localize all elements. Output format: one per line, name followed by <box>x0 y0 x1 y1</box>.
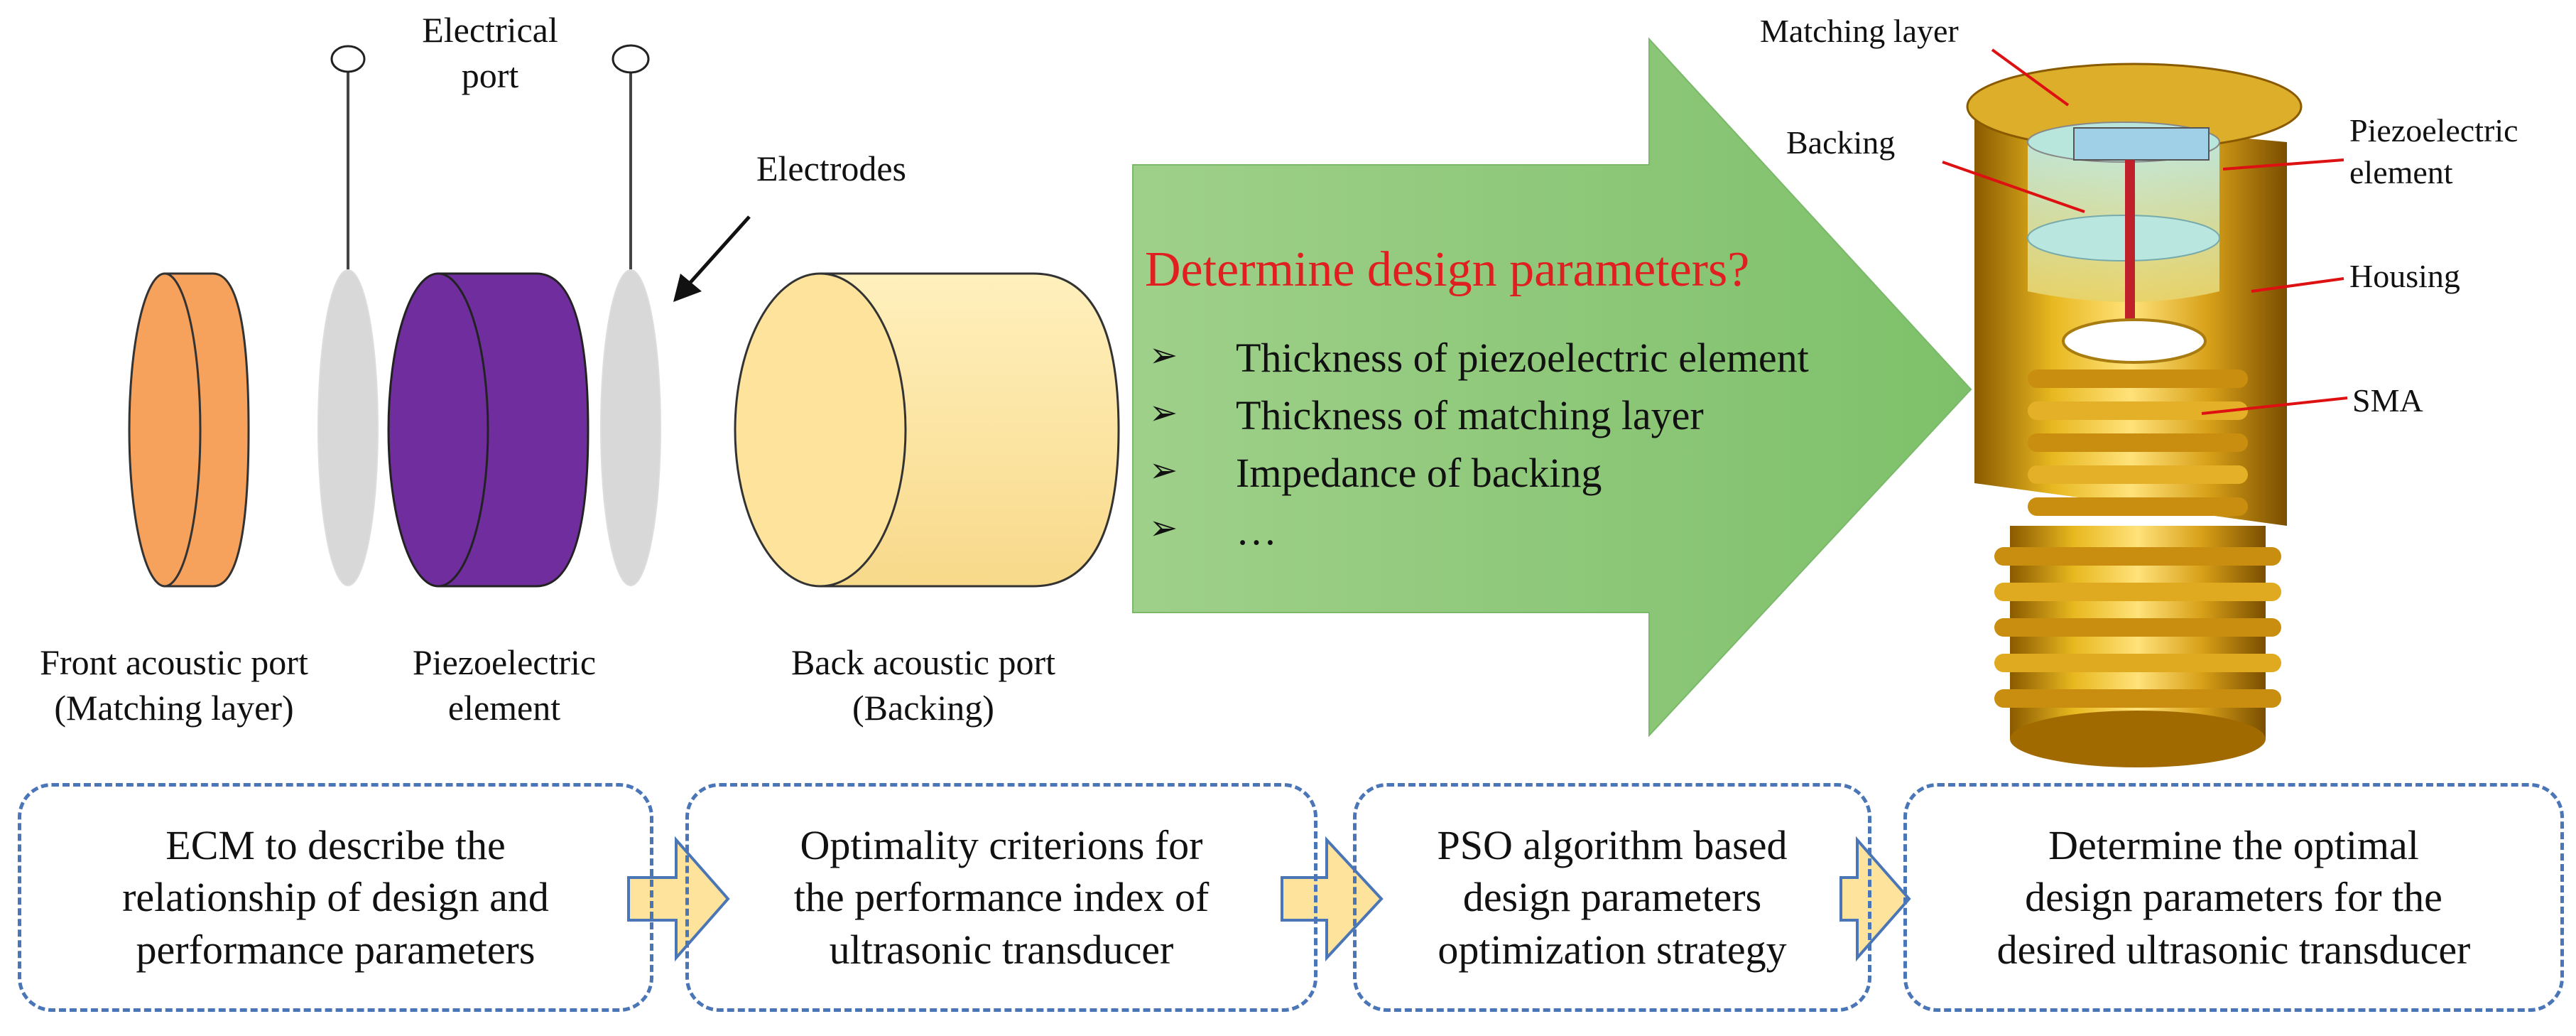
electrode-left <box>317 45 379 586</box>
design-question: Determine design parameters? <box>1145 242 1750 297</box>
electrode-right <box>600 44 661 586</box>
arrowhead-bullet-icon: ➢ <box>1149 509 1178 547</box>
front-acoustic-port-label: Front acoustic port (Matching layer) <box>40 642 308 728</box>
back-acoustic-port-label: Back acoustic port (Backing) <box>790 642 1056 728</box>
workflow-step-3: PSO algorithm based design parameters op… <box>1353 783 1871 1012</box>
arrowhead-bullet-icon: ➢ <box>1149 452 1178 490</box>
label-housing: Housing <box>2349 258 2460 294</box>
electrodes-pointer-arrow <box>673 215 751 302</box>
matching-layer-disk <box>128 272 250 588</box>
piezoelectric-element-label: Piezoelectric element <box>412 642 597 728</box>
workflow-step-4: Determine the optimal design parameters … <box>1903 783 2564 1012</box>
big-green-arrow <box>1132 37 1972 738</box>
label-backing: Backing <box>1786 124 1896 161</box>
lower-threads <box>1994 547 2281 708</box>
flow-arrows <box>627 836 1911 962</box>
flow-arrow-1 <box>627 836 730 962</box>
arrowhead-bullet-icon: ➢ <box>1149 394 1178 432</box>
electrodes-label: Electrodes <box>756 149 907 188</box>
label-sma: SMA <box>2352 382 2423 419</box>
transducer-cutaway <box>1966 63 2303 767</box>
label-matching-layer: Matching layer <box>1760 13 1959 49</box>
workflow-step-2: Optimality criterions for the performanc… <box>685 783 1317 1012</box>
label-piezoelectric-element: Piezoelectric element <box>2349 112 2518 190</box>
piezo-disk <box>387 272 589 588</box>
electrical-port-label: Electrical port <box>422 10 558 95</box>
flow-arrow-3 <box>1839 836 1911 962</box>
middle-threads <box>2028 369 2248 516</box>
backing-cylinder <box>734 272 1120 588</box>
leader-lines <box>1942 48 2348 415</box>
arrowhead-bullet-icon: ➢ <box>1149 337 1178 374</box>
workflow-step-1: ECM to describe the relationship of desi… <box>18 783 653 1012</box>
